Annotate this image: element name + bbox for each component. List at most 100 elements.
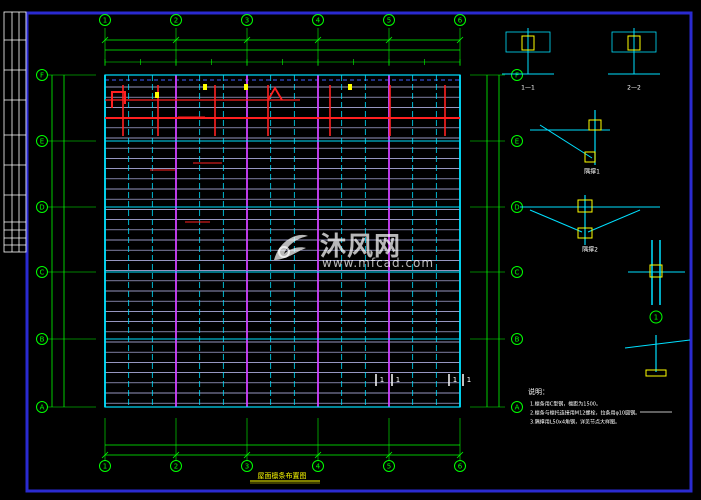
base-detail-plate (645, 369, 667, 377)
dim-tick (172, 451, 180, 459)
tie-marker (203, 84, 207, 90)
axis-bubble-bottom-circle (170, 460, 182, 472)
axis-bubble-bottom-label: 4 (316, 463, 321, 471)
dimension-lines (46, 28, 505, 460)
axis-bubble-bottom-circle (241, 460, 253, 472)
outer-border (25, 11, 693, 493)
knee-brace-2-angle-left (529, 209, 583, 233)
tie-marker (155, 92, 159, 98)
axis-bubble-right-label: F (515, 72, 519, 80)
axis-bubble-left-circle (36, 201, 48, 213)
detail-label-1-1: 1—1 (521, 85, 535, 92)
knee-brace-1-plate (584, 151, 596, 163)
knee-brace-2-angle-right (587, 209, 641, 233)
axis-bubble-right-label: D (514, 204, 519, 212)
note-line: 2.檩条与檩托连接用M12螺栓，拉条用φ10圆钢。 (530, 410, 640, 417)
section-marker-label: 1 (453, 376, 457, 384)
axis-bubble-right-label: E (515, 138, 519, 146)
detail-section-2-plate (627, 35, 641, 51)
axis-bubble-top-circle (454, 14, 466, 26)
axis-bubble-right-circle (511, 135, 523, 147)
axis-bubble-bottom-circle (99, 460, 111, 472)
axis-bubble-right-label: C (515, 269, 520, 277)
dim-tick (101, 36, 109, 44)
axis-bubble-top-label: 4 (316, 17, 321, 25)
brace-hook (267, 86, 283, 101)
knee-brace-2-plate (577, 199, 593, 213)
axis-bubble-right-label: A (515, 404, 520, 412)
axis-bubble-left-label: E (40, 138, 44, 146)
node-detail-label: 1 (654, 314, 658, 322)
axis-bubble-top-circle (99, 14, 111, 26)
knee-brace-1-plate (588, 119, 602, 131)
axis-bubble-bottom-circle (383, 460, 395, 472)
notes-title: 说明： (528, 387, 549, 396)
tie-marker (244, 84, 248, 90)
dim-tick (456, 451, 464, 459)
dim-tick (172, 36, 180, 44)
detail-label-knee-brace-1: 隅撑1 (584, 168, 600, 176)
axis-bubble-left-label: B (40, 336, 45, 344)
knee-brace-1-angle (539, 124, 593, 159)
axis-bubble-top-label: 5 (387, 17, 391, 25)
note-line: 3.隅撑用L50x4角钢，详见节点大样图。 (530, 419, 620, 426)
axis-bubble-bottom-label: 3 (245, 463, 249, 471)
dim-tick (385, 36, 393, 44)
axis-bubble-right-circle (511, 401, 523, 413)
axis-bubble-right-circle (511, 333, 523, 345)
axis-bubble-left-circle (36, 401, 48, 413)
axis-bubble-bottom-circle (454, 460, 466, 472)
axis-bubble-left-label: C (40, 269, 45, 277)
axis-bubble-top-label: 1 (103, 17, 107, 25)
knee-brace-2-plate (577, 227, 593, 239)
roof-plan: 1 1 1 1 (104, 74, 471, 408)
drawing-text: 说明： 1.檩条用C型钢，檩距为1500。 2.檩条与檩托连接用M12螺栓，拉条用φ… (250, 387, 672, 484)
plan-title: 屋面檩条布置图 (258, 471, 307, 480)
axis-bubble-top-label: 2 (174, 17, 178, 25)
node-detail-bubble (649, 310, 663, 324)
dim-tick (243, 36, 251, 44)
node-detail-plate (649, 264, 663, 278)
axis-bubble-top-circle (383, 14, 395, 26)
axis-bubble-right-circle (511, 266, 523, 278)
dim-tick (385, 451, 393, 459)
axis-bubble-left-circle (36, 333, 48, 345)
axis-bubble-right-circle (511, 69, 523, 81)
tie-marker (348, 84, 352, 90)
axis-bubble-bottom-label: 2 (174, 463, 178, 471)
axis-bubble-left-label: A (40, 404, 45, 412)
axis-bubble-left-circle (36, 69, 48, 81)
axis-bubble-left-label: D (39, 204, 44, 212)
axis-bubble-bottom-circle (312, 460, 324, 472)
base-detail-beam (624, 339, 691, 349)
dim-tick (314, 36, 322, 44)
note-line: 1.檩条用C型钢，檩距为1500。 (530, 401, 601, 408)
section-marker-label: 1 (380, 376, 384, 384)
axis-bubble-top-label: 3 (245, 17, 249, 25)
detail-label-knee-brace-2: 隅撑2 (582, 246, 598, 254)
title-block (3, 11, 27, 253)
axis-bubble-top-circle (241, 14, 253, 26)
detail-label-2-2: 2—2 (627, 85, 641, 92)
dim-tick (456, 36, 464, 44)
axis-bubble-left-circle (36, 266, 48, 278)
dim-tick (314, 451, 322, 459)
axis-bubble-bottom-label: 5 (387, 463, 391, 471)
dim-tick (243, 451, 251, 459)
detail-drawings: 1—1 2—2 隅撑1 隅撑2 1 (502, 28, 691, 377)
dim-tick (101, 451, 109, 459)
axis-bubble-left-label: F (40, 72, 44, 80)
detail-section-1-plate (521, 35, 535, 51)
section-marker-label: 1 (396, 376, 400, 384)
axis-bubble-bottom-label: 6 (458, 463, 463, 471)
axis-bubble-top-circle (312, 14, 324, 26)
axis-bubble-left-circle (36, 135, 48, 147)
axis-bubble-top-label: 6 (458, 17, 463, 25)
axis-bubble-top-circle (170, 14, 182, 26)
axis-bubble-bottom-label: 1 (103, 463, 107, 471)
axis-bubble-right-label: B (515, 336, 520, 344)
section-marker-label: 1 (467, 376, 471, 384)
